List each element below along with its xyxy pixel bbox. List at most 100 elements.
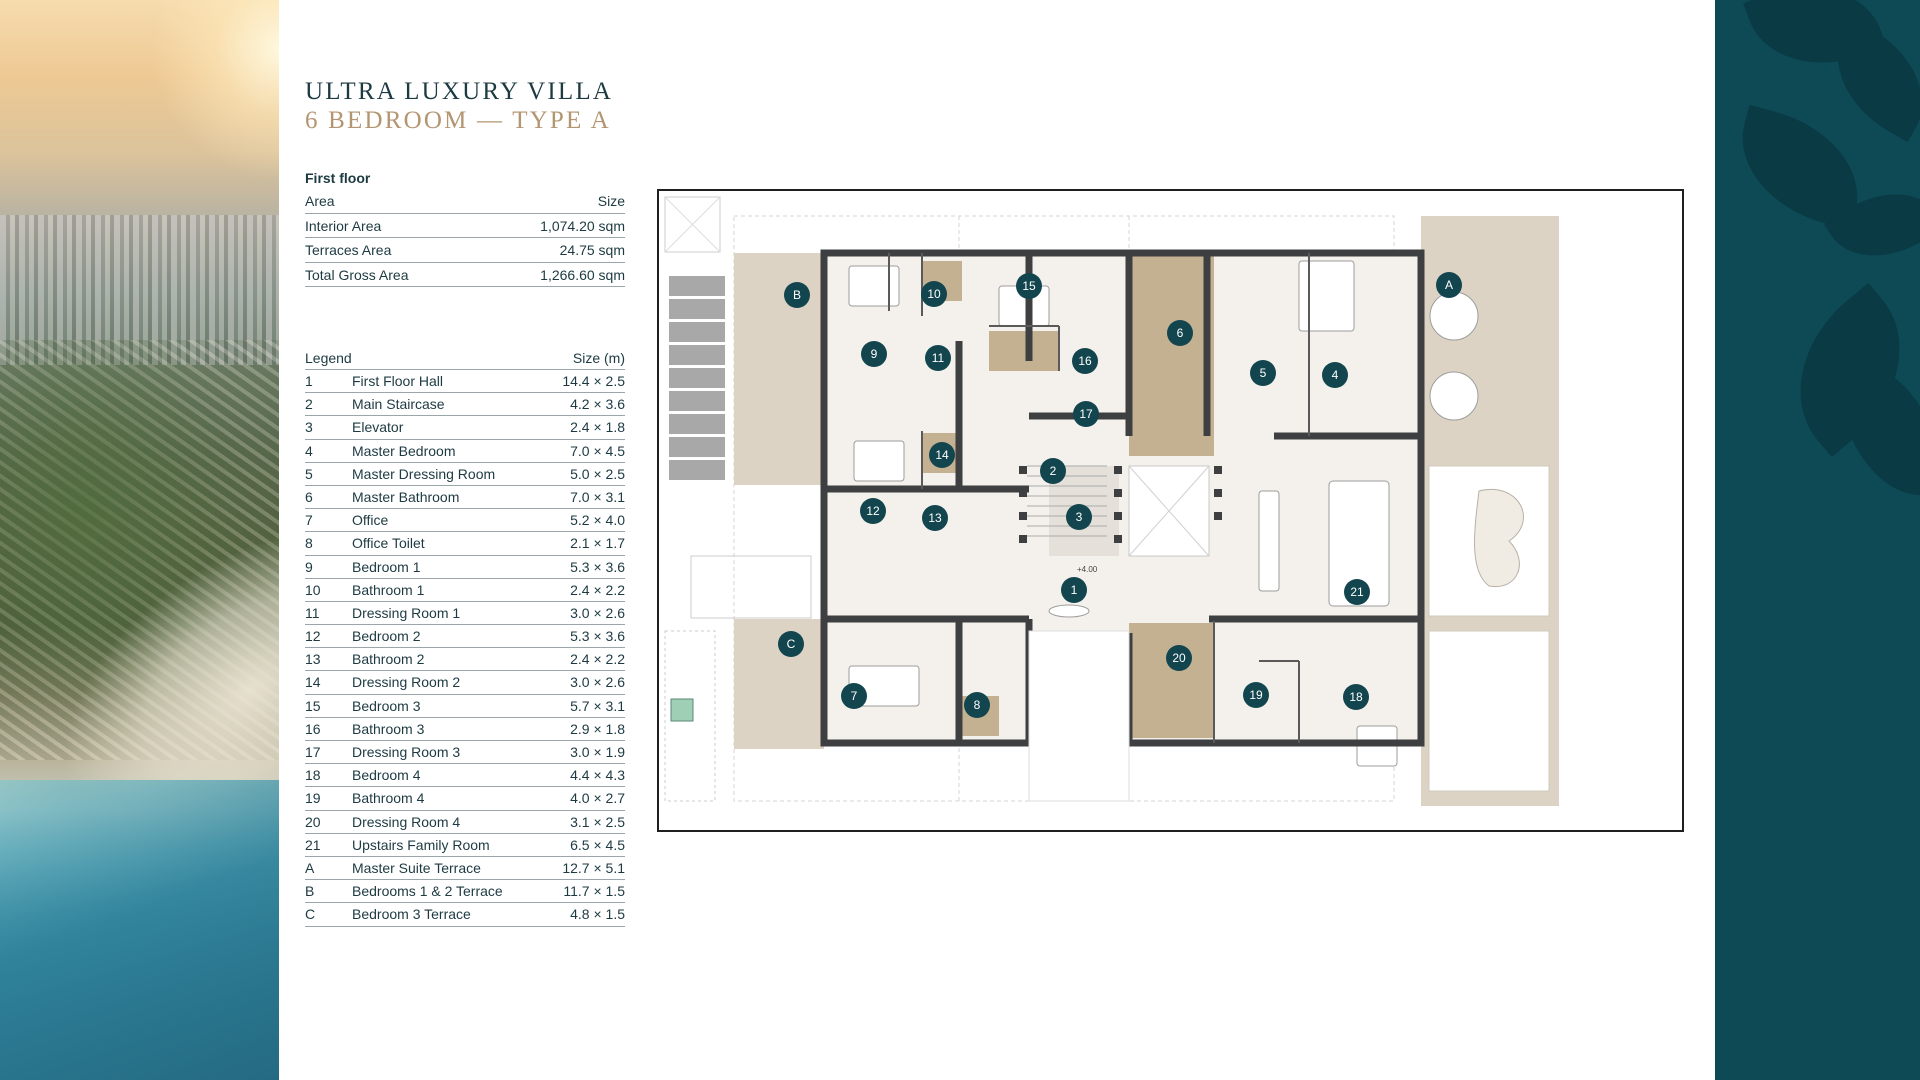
legend-room-name: Master Suite Terrace: [352, 859, 481, 876]
table-row: Total Gross Area 1,266.60 sqm: [305, 263, 625, 287]
legend-id: 10: [305, 581, 321, 598]
legend-id: 17: [305, 744, 321, 760]
legend-room-name: Office: [352, 512, 389, 529]
legend-room-name: First Floor Hall: [352, 373, 444, 389]
legend-room-name: Office Toilet: [352, 535, 425, 552]
room-marker-9: 9: [861, 341, 887, 367]
room-marker-1: 1: [1061, 577, 1087, 603]
room-marker-12: 12: [860, 498, 886, 524]
room-marker-15: 15: [1016, 273, 1042, 299]
room-marker-8: 8: [964, 692, 990, 718]
legend-row: 10 Bathroom 1 2.4 × 2.2: [305, 579, 625, 602]
legend-table-header: Legend Size (m): [305, 346, 625, 370]
legend-room-size: 4.2 × 3.6: [570, 396, 625, 413]
legend-room-size: 5.2 × 4.0: [570, 512, 625, 529]
room-marker-21: 21: [1344, 579, 1370, 605]
legend-id: 8: [305, 535, 313, 552]
legend-row: A Master Suite Terrace 12.7 × 5.1: [305, 857, 625, 881]
room-marker-20: 20: [1166, 645, 1192, 671]
table-row: Interior Area 1,074.20 sqm: [305, 214, 625, 238]
legend-room-name: Bathroom 1: [352, 581, 425, 598]
legend-row: 18 Bedroom 4 4.4 × 4.3: [305, 764, 625, 788]
legend-row: 8 Office Toilet 2.1 × 1.7: [305, 532, 625, 556]
legend-room-size: 12.7 × 5.1: [562, 859, 625, 876]
legend-room-name: Master Bedroom: [352, 442, 456, 459]
room-marker-4: 4: [1322, 362, 1348, 388]
room-marker-11: 11: [925, 345, 951, 371]
legend-room-name: Master Bathroom: [352, 488, 460, 505]
room-marker-c: C: [778, 631, 804, 657]
room-marker-5: 5: [1250, 360, 1276, 386]
area-label: Interior Area: [305, 217, 382, 234]
level-label: +4.00: [1077, 565, 1098, 574]
room-marker-17: 17: [1073, 401, 1099, 427]
legend-id: C: [305, 906, 316, 923]
legend-id: 21: [305, 836, 321, 853]
legend-room-name: Dressing Room 2: [352, 674, 461, 691]
legend-room-size: 2.4 × 2.2: [570, 651, 625, 668]
legend-room-name: Dressing Room 4: [352, 813, 461, 830]
legend-id: 6: [305, 488, 313, 505]
table-row: Terraces Area 24.75 sqm: [305, 238, 625, 263]
area-col-header: Area: [305, 193, 335, 209]
size-m-col-header: Size (m): [572, 350, 625, 366]
legend-room-size: 3.0 × 2.6: [570, 674, 625, 691]
legend-room-name: Bathroom 4: [352, 790, 425, 807]
legend-id: 1: [305, 373, 313, 389]
legend-id: 2: [305, 396, 313, 413]
legend-room-size: 4.4 × 4.3: [570, 767, 625, 784]
sun-glow: [150, 0, 279, 180]
legend-id: 5: [305, 465, 313, 482]
legend-room-size: 4.8 × 1.5: [570, 906, 625, 923]
legend-room-size: 4.0 × 2.7: [570, 790, 625, 807]
legend-id: 18: [305, 767, 321, 784]
teal-side-panel: [1715, 0, 1920, 1080]
legend-row: 7 Office 5.2 × 4.0: [305, 509, 625, 533]
area-value: 24.75 sqm: [559, 242, 625, 258]
legend-row: 14 Dressing Room 2 3.0 × 2.6: [305, 671, 625, 695]
legend-id: B: [305, 883, 315, 900]
room-marker-14: 14: [929, 442, 955, 468]
room-marker-19: 19: [1243, 682, 1269, 708]
legend-room-size: 11.7 × 1.5: [563, 883, 625, 900]
legend-id: 16: [305, 720, 321, 737]
legend-col-header: Legend: [305, 350, 352, 366]
legend-room-size: 2.1 × 1.7: [570, 535, 625, 552]
legend-room-name: Bedroom 3: [352, 697, 421, 714]
legend-id: 19: [305, 790, 321, 807]
legend-id: 9: [305, 558, 313, 575]
legend-room-name: Bedrooms 1 & 2 Terrace: [352, 883, 503, 900]
area-label: Terraces Area: [305, 242, 392, 258]
legend-room-size: 2.4 × 2.2: [570, 581, 625, 598]
legend-room-name: Master Dressing Room: [352, 465, 496, 482]
room-marker-13: 13: [922, 505, 948, 531]
legend-id: 11: [305, 604, 320, 621]
aerial-photo: [0, 0, 279, 1080]
legend-id: 14: [305, 674, 321, 691]
legend-room-size: 5.3 × 3.6: [570, 628, 625, 645]
room-marker-2: 2: [1040, 458, 1066, 484]
room-marker-10: 10: [921, 281, 947, 307]
room-marker-7: 7: [841, 683, 867, 709]
legend-room-size: 3.0 × 1.9: [570, 744, 625, 760]
legend-room-name: Bedroom 4: [352, 767, 421, 784]
legend-room-size: 2.4 × 1.8: [570, 419, 625, 436]
legend-id: 7: [305, 512, 313, 529]
room-marker-b: B: [784, 282, 810, 308]
legend-room-size: 7.0 × 4.5: [570, 442, 625, 459]
legend-id: A: [305, 859, 315, 876]
floor-label: First floor: [305, 170, 371, 186]
